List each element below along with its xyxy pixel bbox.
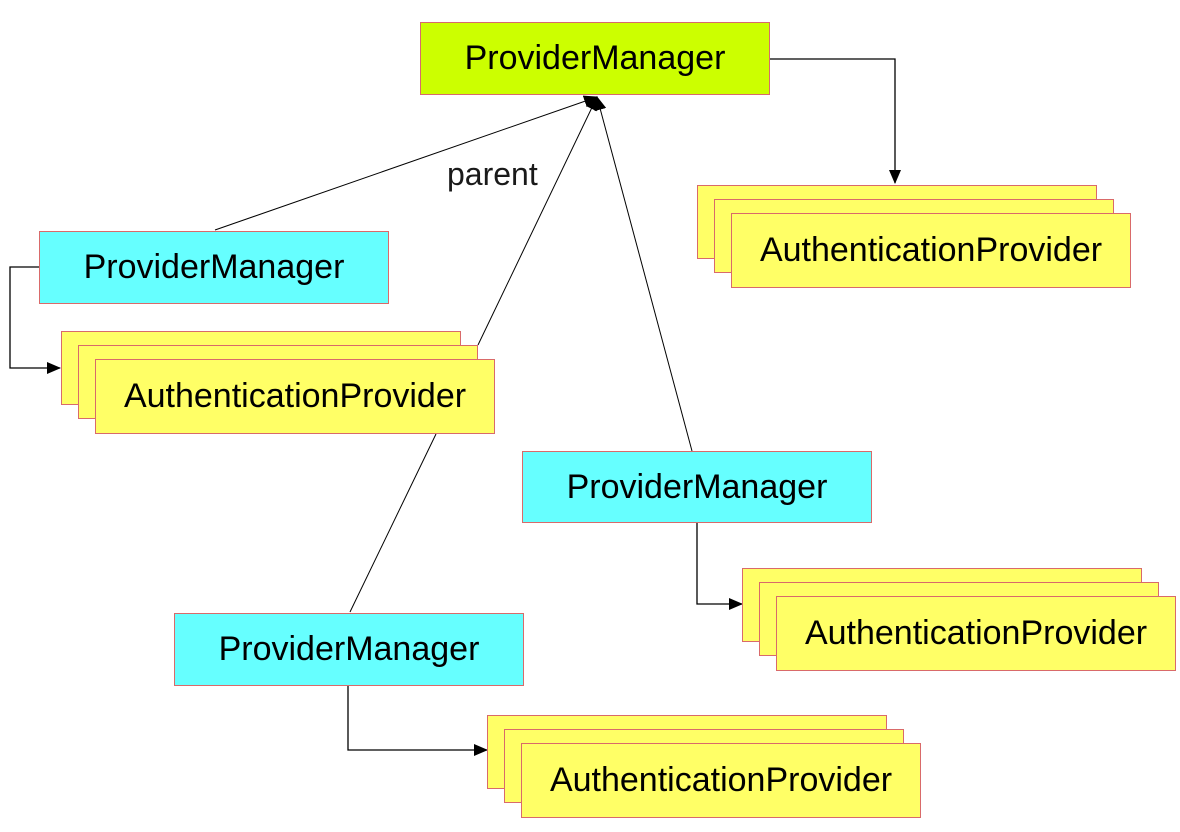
- parent-link-bottom-upper: [477, 96, 598, 346]
- authentication-provider-box[interactable]: AuthenticationProvider: [95, 359, 495, 434]
- provider-manager-bottom[interactable]: ProviderManager: [174, 613, 524, 686]
- bottom-manager-to-providers-connector: [347, 686, 488, 756]
- root-to-providers-connector: [770, 58, 901, 184]
- provider-manager-left[interactable]: ProviderManager: [39, 231, 389, 304]
- left-manager-to-providers-connector: [9, 266, 61, 374]
- authentication-provider-box[interactable]: AuthenticationProvider: [731, 213, 1131, 288]
- parent-link-bottom: [349, 433, 437, 613]
- root-provider-manager[interactable]: ProviderManager: [420, 22, 770, 95]
- authentication-provider-box[interactable]: AuthenticationProvider: [521, 743, 921, 818]
- authentication-provider-box[interactable]: AuthenticationProvider: [776, 596, 1176, 671]
- provider-manager-right[interactable]: ProviderManager: [522, 451, 872, 523]
- parent-link-left: [214, 95, 598, 231]
- parent-edge-label: parent: [447, 156, 538, 192]
- right-manager-to-providers-connector: [696, 522, 743, 610]
- parent-link-right: [594, 96, 693, 452]
